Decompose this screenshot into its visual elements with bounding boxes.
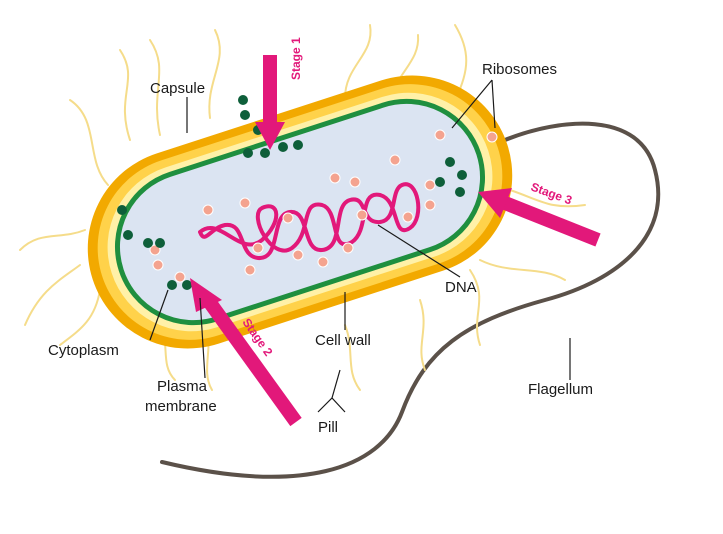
stage1-label: Stage 1: [289, 37, 303, 80]
stage3-label: Stage 3: [529, 180, 574, 208]
plasma-membrane-label-line1: Plasma: [157, 378, 208, 395]
stage3-arrow: [478, 188, 601, 247]
flagellum-label: Flagellum: [528, 381, 593, 398]
stage2-arrow: [190, 278, 302, 427]
plasma-membrane-label-line2: membrane: [145, 398, 217, 415]
cell-wall-label: Cell wall: [315, 332, 371, 349]
stage1-arrow: [255, 55, 285, 150]
dark-dots: [117, 95, 467, 290]
cytoplasm-label: Cytoplasm: [48, 342, 119, 359]
ribosomes: [149, 129, 498, 283]
pili-label: Pill: [318, 419, 338, 436]
ribosomes-label: Ribosomes: [482, 61, 557, 78]
capsule-label: Capsule: [150, 80, 205, 97]
dna: [198, 182, 421, 260]
leader-lines: [149, 79, 571, 413]
dna-label: DNA: [445, 279, 477, 296]
flagellum: [160, 121, 661, 479]
